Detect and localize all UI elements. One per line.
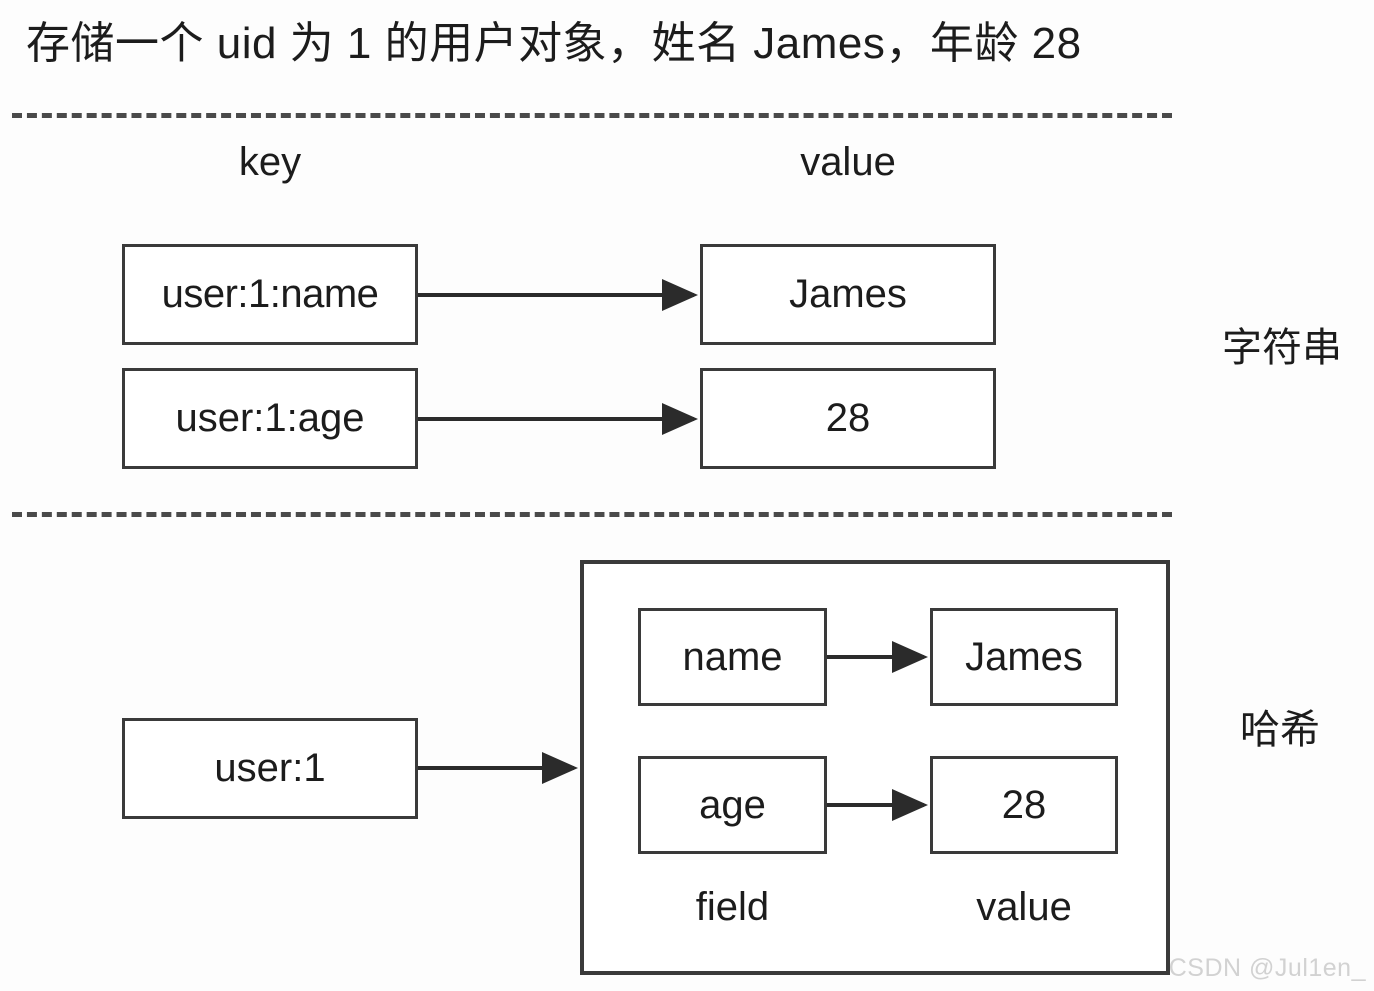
divider-top xyxy=(12,113,1172,118)
hash-value-box-name: James xyxy=(930,608,1118,706)
watermark: CSDN @Jul1en_ xyxy=(1168,954,1366,982)
string-key-box-age: user:1:age xyxy=(122,368,418,469)
hash-key-box: user:1 xyxy=(122,718,418,819)
hash-field-box-name: name xyxy=(638,608,827,706)
hash-value-label-name: James xyxy=(965,634,1083,679)
hash-value-box-age: 28 xyxy=(930,756,1118,854)
hash-field-box-age: age xyxy=(638,756,827,854)
string-value-box-age: 28 xyxy=(700,368,996,469)
string-value-label-age: 28 xyxy=(825,396,871,440)
section-label-hash: 哈希 xyxy=(1240,708,1320,752)
hash-value-label-age: 28 xyxy=(1001,782,1047,827)
divider-middle xyxy=(12,512,1172,517)
hash-key-label: user:1 xyxy=(214,746,326,790)
section-label-string: 字符串 xyxy=(1222,326,1342,370)
column-header-key: key xyxy=(238,140,302,184)
hash-field-label-age: age xyxy=(699,782,766,827)
page-title: 存储一个 uid 为 1 的用户对象，姓名 James，年龄 28 xyxy=(26,19,1082,68)
column-header-value: value xyxy=(800,140,896,184)
string-key-box-name: user:1:name xyxy=(122,244,418,345)
string-value-label-name: James xyxy=(789,272,907,316)
string-key-label-age: user:1:age xyxy=(175,396,365,440)
hash-field-column-label: field xyxy=(695,885,770,929)
hash-field-label-name: name xyxy=(682,634,783,679)
string-key-label-name: user:1:name xyxy=(161,272,379,316)
hash-value-column-label: value xyxy=(976,885,1072,929)
string-value-box-name: James xyxy=(700,244,996,345)
